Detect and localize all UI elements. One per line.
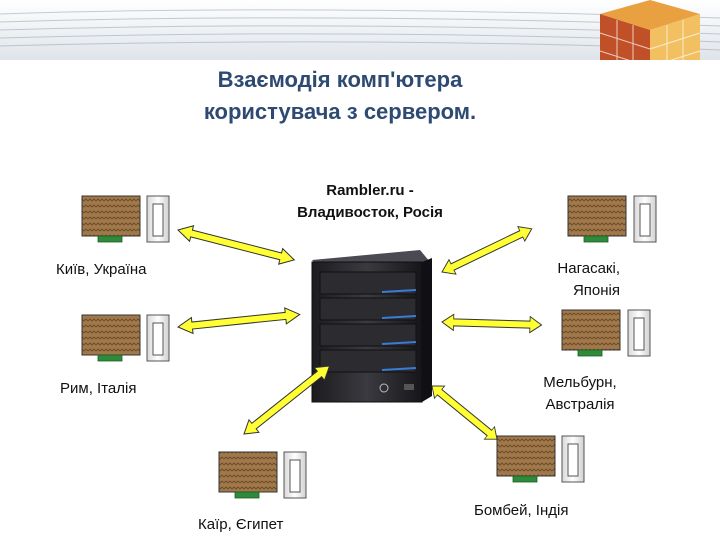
arrow-melbourne-icon	[441, 313, 543, 334]
monitor-stand-icon	[97, 354, 123, 362]
arrow-nagasaki-icon	[441, 226, 533, 275]
server-label-line1: Rambler.ru -	[326, 182, 414, 199]
arrow-bombay-icon	[431, 385, 498, 440]
monitor-icon	[561, 309, 621, 351]
slide-title: Взаємодія комп'ютера користувача з серве…	[150, 64, 530, 128]
computer-nagasaki	[567, 195, 657, 243]
label-nagasaki-line2: Японія	[572, 282, 620, 299]
label-kyiv: Київ, Україна	[56, 261, 147, 278]
monitor-icon	[218, 451, 278, 493]
label-bombay: Бомбей, Індія	[474, 502, 569, 519]
computer-kyiv	[81, 195, 170, 243]
server-tower-icon	[311, 250, 432, 403]
label-nagasaki: Нагасакі, Японія	[500, 258, 620, 302]
monitor-stand-icon	[97, 235, 123, 243]
monitor-icon	[81, 195, 141, 237]
server-label-line2: Владивосток, Росія	[297, 204, 443, 221]
slide-title-line2: користувача з сервером.	[203, 99, 477, 124]
computer-melbourne	[561, 309, 651, 357]
arrow-rome-icon	[176, 307, 301, 335]
monitor-stand-icon	[512, 475, 538, 483]
arrow-cairo-icon	[243, 365, 331, 435]
monitor-stand-icon	[234, 491, 260, 499]
arrow-kyiv-icon	[177, 225, 296, 265]
computer-cairo	[218, 451, 307, 499]
monitor-stand-icon	[583, 235, 609, 243]
label-melbourne-line2: Австралія	[545, 396, 615, 413]
label-cairo: Каїр, Єгипет	[198, 516, 284, 533]
server-label: Rambler.ru - Владивосток, Росія	[270, 180, 470, 224]
monitor-stand-icon	[577, 349, 603, 357]
computer-bombay	[496, 435, 585, 483]
connection-arrows	[176, 225, 543, 440]
monitor-icon	[81, 314, 141, 356]
label-rome: Рим, Італія	[60, 380, 137, 397]
monitor-icon	[496, 435, 556, 477]
header-decoration	[0, 0, 720, 60]
cube-logo-icon	[599, 0, 701, 60]
monitor-icon	[567, 195, 627, 237]
label-nagasaki-line1: Нагасакі,	[557, 260, 620, 277]
label-melbourne: Мельбурн, Австралія	[520, 372, 640, 416]
label-melbourne-line1: Мельбурн,	[543, 374, 617, 391]
slide-title-line1: Взаємодія комп'ютера	[217, 67, 463, 92]
computer-rome	[81, 314, 170, 362]
